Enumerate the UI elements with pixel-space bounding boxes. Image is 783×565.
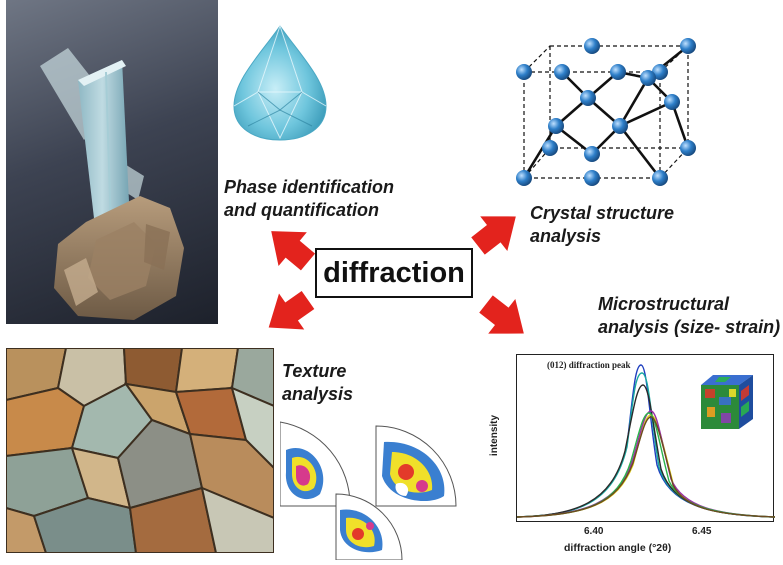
plot-ylabel: intensity [489,414,501,457]
plot-tick-2: 6.45 [692,526,712,537]
arrow-down-left [268,290,315,330]
crystal-label-line1: Crystal structure [530,203,675,223]
plot-frame: (012) diffraction peak [516,354,775,522]
plot-xlabel: diffraction angle (°2θ) [564,542,672,554]
micro-label: Microstructural analysis (size- strain) [598,293,780,339]
micro-label-line2: analysis (size- strain) [598,317,781,337]
texture-label-line2: analysis [282,384,354,404]
pole-figure-contours-3 [340,509,383,553]
arrow-up-right [471,216,516,255]
texture-label-line1: Texture [282,361,347,381]
aquamarine-crystal-icon [6,0,218,324]
grain-cube-icon [695,371,759,433]
crystal-label-line2: analysis [530,226,602,246]
pole-figure-icon [279,410,494,561]
arrow-down-right [479,295,524,334]
plot-title: (012) diffraction peak [547,360,631,370]
diffraction-peak-plot: (012) diffraction peak [489,352,779,557]
peak-curves [517,364,775,518]
arrow-up-left [271,231,316,271]
crystal-label: Crystal structure analysis [530,202,674,248]
crystal-lattice-icon [510,22,710,194]
phase-label: Phase identification and quantification [224,176,394,222]
phase-label-line2: and quantification [224,200,379,220]
pear-gem-icon [228,22,332,144]
plot-tick-1: 6.40 [584,526,604,537]
pole-figure-contours-1 [285,448,324,500]
texture-label: Texture analysis [282,360,353,406]
pole-figure-contours-2 [382,441,445,502]
peak-curve-7 [517,416,775,518]
diffraction-box: diffraction [315,248,473,298]
grain-microstructure-icon [6,348,274,553]
micro-label-line1: Microstructural [598,294,730,314]
phase-label-line1: Phase identification [224,177,395,197]
diffraction-label: diffraction [323,256,465,289]
